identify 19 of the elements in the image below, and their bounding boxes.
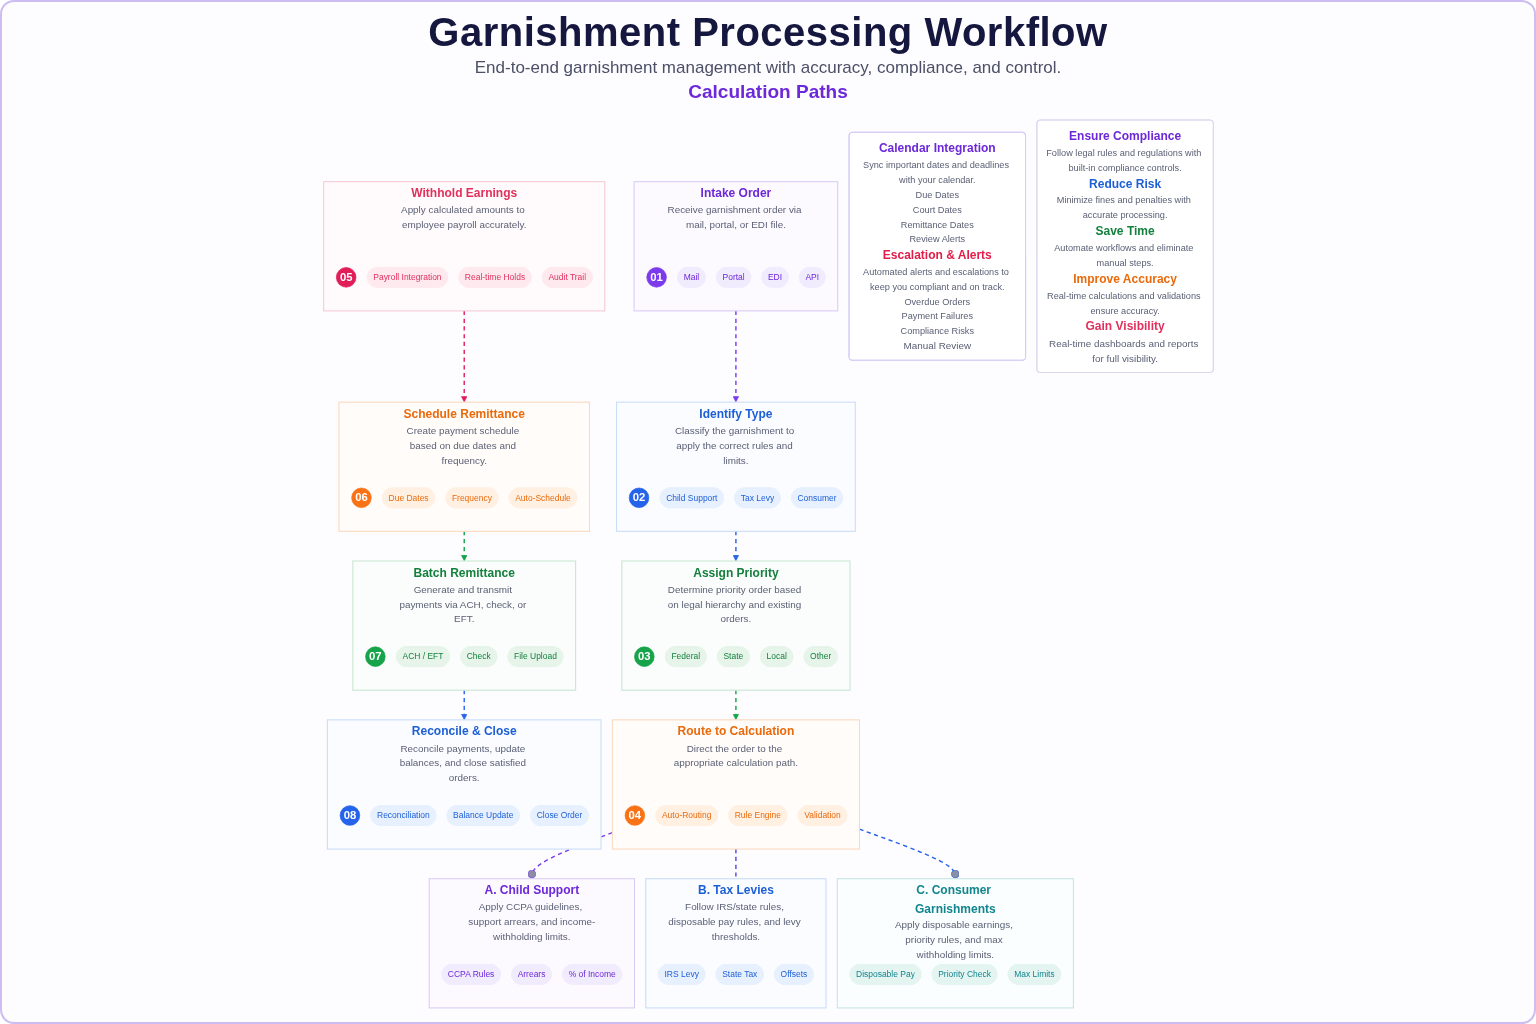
subtitle: End-to-end garnishment management with accuracy, compliance, and control. (474, 58, 1062, 78)
arrow (732, 530, 739, 562)
node-circle: 01 (645, 267, 667, 288)
node-circle: 06 (350, 487, 372, 508)
arrow (460, 689, 467, 721)
node-circle: 05 (335, 267, 356, 288)
arrow (732, 310, 739, 403)
node-circle: 03 (633, 646, 654, 667)
arrow (460, 530, 467, 562)
arrow (732, 689, 739, 721)
node-circle: 02 (628, 487, 649, 508)
arrow (460, 310, 467, 403)
node-circle: 07 (364, 646, 386, 667)
node-circle: 04 (624, 805, 645, 826)
section-heading: Calculation Paths (688, 81, 848, 103)
connector (858, 828, 960, 880)
node-circle: 08 (339, 805, 360, 826)
connector (734, 848, 737, 880)
title: Garnishment Processing Workflow (428, 10, 1108, 55)
